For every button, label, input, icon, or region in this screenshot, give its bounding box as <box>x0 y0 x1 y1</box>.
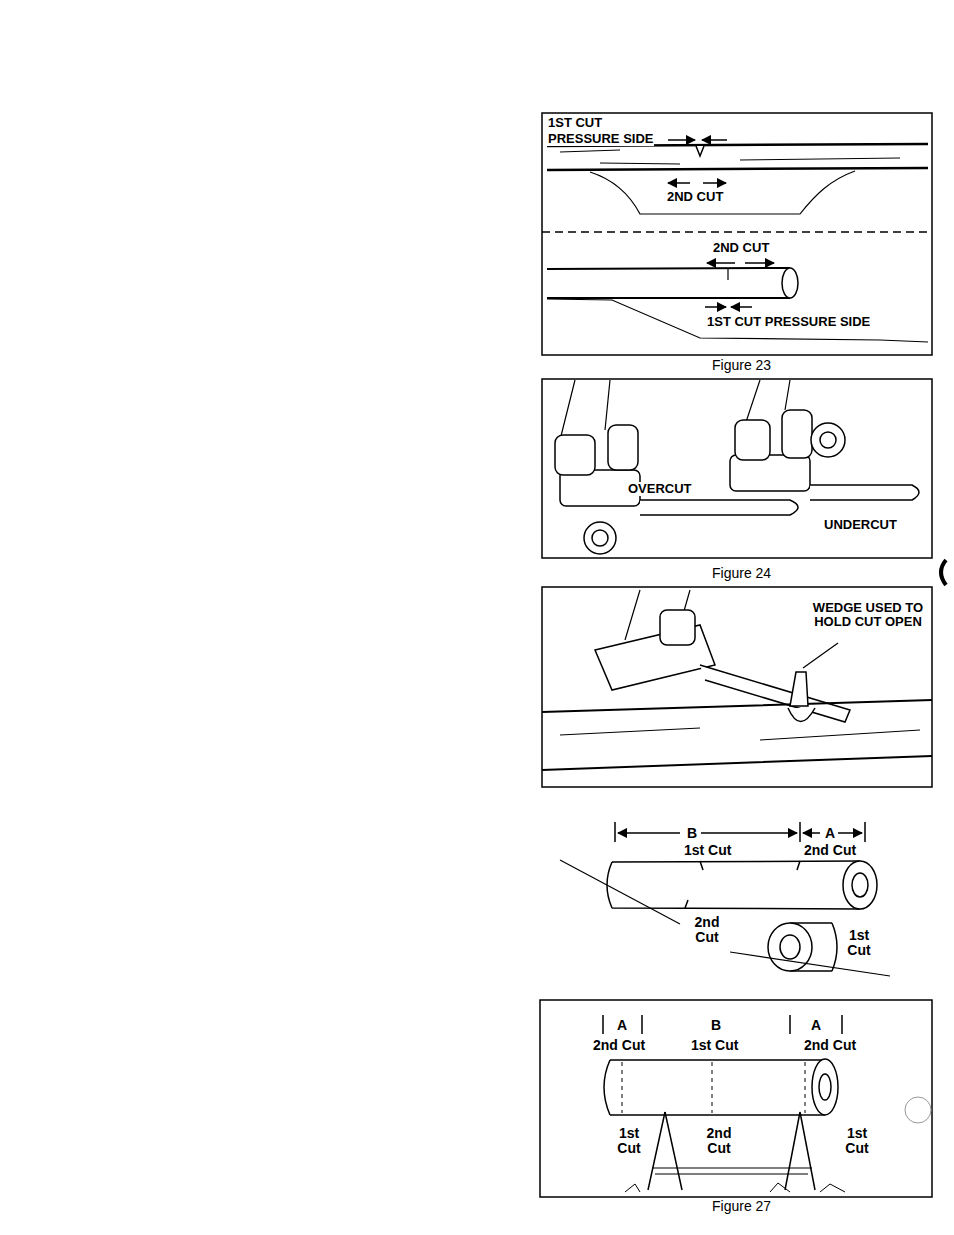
figure-label: 1ST CUT PRESSURE SIDE <box>706 315 871 329</box>
figure-label: OVERCUT <box>627 482 693 496</box>
figure-label: 2ND CUT <box>666 190 724 204</box>
dimension-label: A <box>810 1018 822 1033</box>
figure-label: 2nd Cut <box>803 843 857 858</box>
figure-label: 1st Cut <box>690 1038 739 1053</box>
figure-label: 1ST CUT <box>547 116 603 130</box>
figure-caption: Figure 23 <box>711 358 772 373</box>
figure-label: 2nd Cut <box>803 1038 857 1053</box>
figure-label: 2nd Cut <box>688 915 726 946</box>
figure-label: 1st Cut <box>683 843 732 858</box>
dimension-label: B <box>710 1018 722 1033</box>
figure-label: 1st Cut <box>840 928 878 959</box>
figure-frame <box>542 587 932 787</box>
figure-label: 2ND CUT <box>712 241 770 255</box>
figure-caption: Figure 27 <box>711 1199 772 1214</box>
figure-frame <box>540 1000 932 1197</box>
figure-label: 1st Cut <box>838 1126 876 1157</box>
dimension-label: A <box>616 1018 628 1033</box>
figure-frame <box>542 113 932 355</box>
callout-label: WEDGE USED TO HOLD CUT OPEN <box>806 601 930 630</box>
figure-label: PRESSURE SIDE <box>547 132 654 146</box>
figure-label: 2nd Cut <box>592 1038 646 1053</box>
figure-label: 2nd Cut <box>700 1126 738 1157</box>
dimension-label: B <box>686 826 698 841</box>
dimension-label: A <box>824 826 836 841</box>
figure-frame <box>542 379 932 558</box>
figure-caption: Figure 24 <box>711 566 772 581</box>
figure-label: 1st Cut <box>610 1126 648 1157</box>
figure-label: UNDERCUT <box>823 518 898 532</box>
